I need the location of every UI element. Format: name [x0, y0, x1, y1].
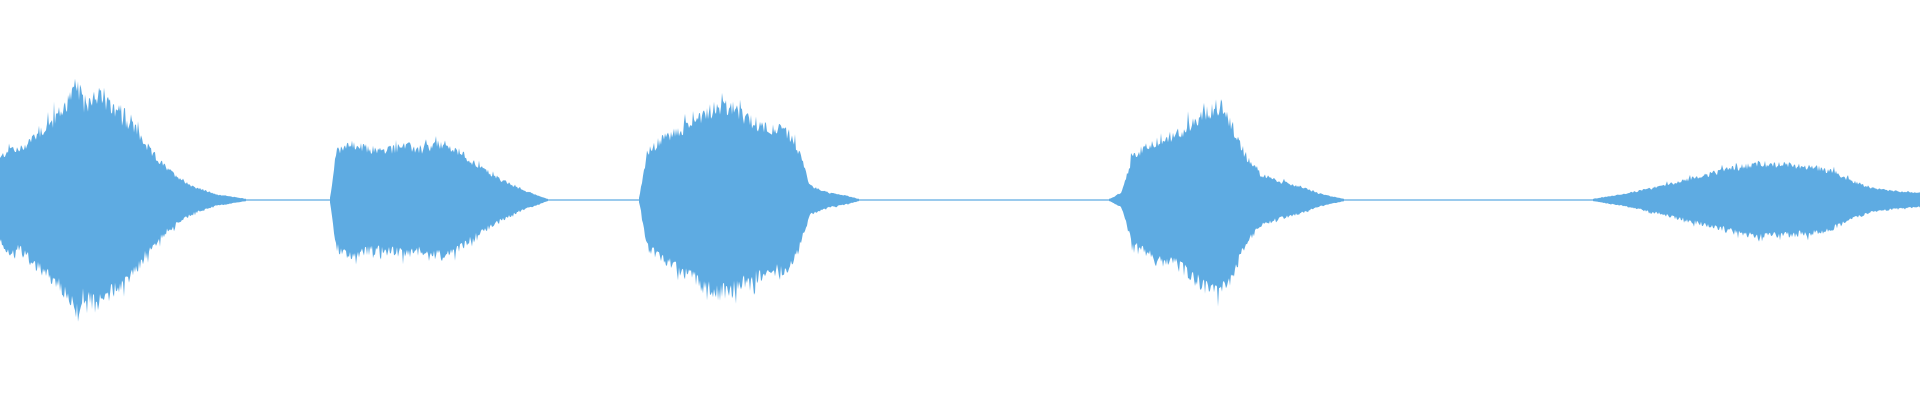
waveform-burst-1	[0, 78, 246, 322]
waveform-segments	[0, 78, 1920, 322]
waveform-burst-4	[1109, 99, 1344, 307]
waveform-burst-2	[330, 136, 548, 265]
waveform-burst-3	[639, 92, 859, 304]
waveform-burst-5	[1593, 160, 1920, 242]
